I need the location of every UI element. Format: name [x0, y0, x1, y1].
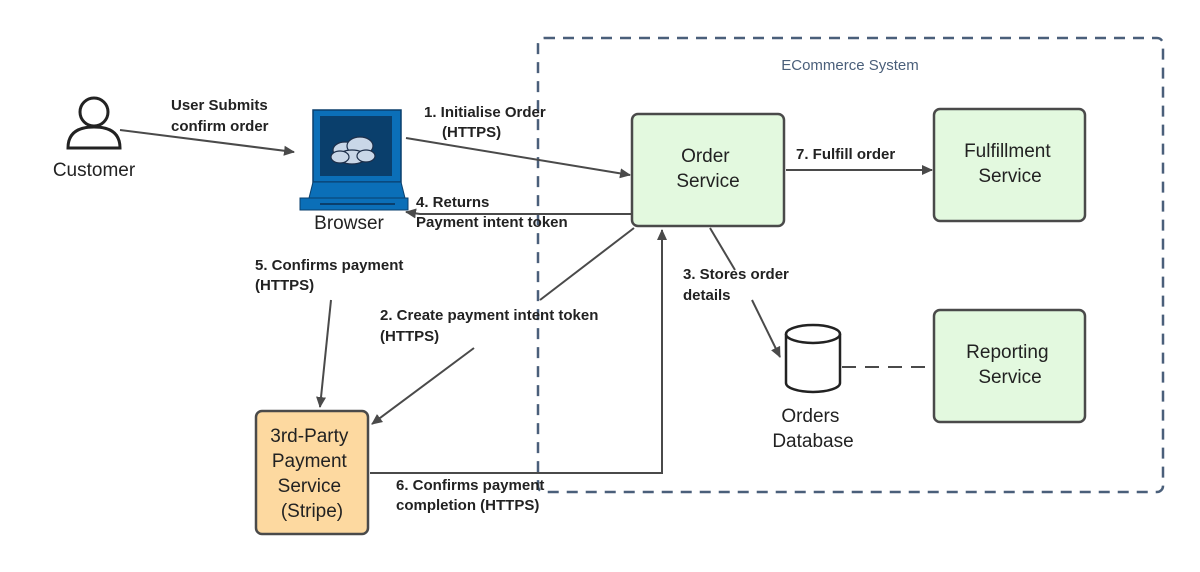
label-fulfill-order: 7. Fulfill order	[796, 146, 895, 163]
edge-confirms-payment	[316, 299, 332, 408]
fulfillment-service-box[interactable]	[932, 107, 1087, 223]
edge-initialise-order	[405, 137, 631, 179]
browser-label: Browser	[314, 213, 384, 234]
customer-icon	[66, 96, 122, 150]
payment-service-label: 3rd-Party Payment Service (Stripe)	[270, 426, 353, 522]
browser-icon	[299, 109, 409, 211]
edge-create-payment-intent-lower	[371, 347, 475, 425]
label-stores-order: 3. Stores order details	[683, 266, 793, 304]
payment-service-box[interactable]	[254, 409, 370, 536]
order-service-label: Order Service	[676, 146, 739, 192]
customer-label: Customer	[53, 160, 136, 181]
label-confirms-completion: 6. Confirms payment completion (HTTPS)	[396, 477, 549, 514]
ecommerce-system-label: ECommerce System	[781, 57, 919, 74]
orders-database-label: Orders Database	[772, 406, 853, 452]
orders-database-icon[interactable]	[784, 323, 842, 394]
reporting-service-box[interactable]	[932, 308, 1087, 424]
edge-stores-order	[709, 227, 736, 271]
edge-returns-token	[405, 208, 632, 219]
label-initialise-order: 1. Initialise Order (HTTPS)	[424, 104, 550, 141]
edge-user-submits	[119, 129, 295, 156]
label-returns-token: 4. Returns Payment intent token	[416, 194, 568, 231]
label-create-payment-intent: 2. Create payment intent token (HTTPS)	[380, 307, 603, 345]
label-confirms-payment: 5. Confirms payment (HTTPS)	[255, 257, 408, 294]
edge-create-payment-intent-upper	[539, 227, 635, 301]
edge-confirms-completion	[370, 229, 667, 474]
label-user-submits: User Submits confirm order	[171, 97, 272, 135]
order-service-box[interactable]	[630, 112, 786, 228]
fulfillment-service-label: Fulfillment Service	[964, 141, 1056, 187]
ecommerce-system-boundary	[536, 36, 1165, 494]
reporting-service-label: Reporting Service	[966, 342, 1054, 388]
edge-stores-order-arrow	[751, 299, 781, 358]
